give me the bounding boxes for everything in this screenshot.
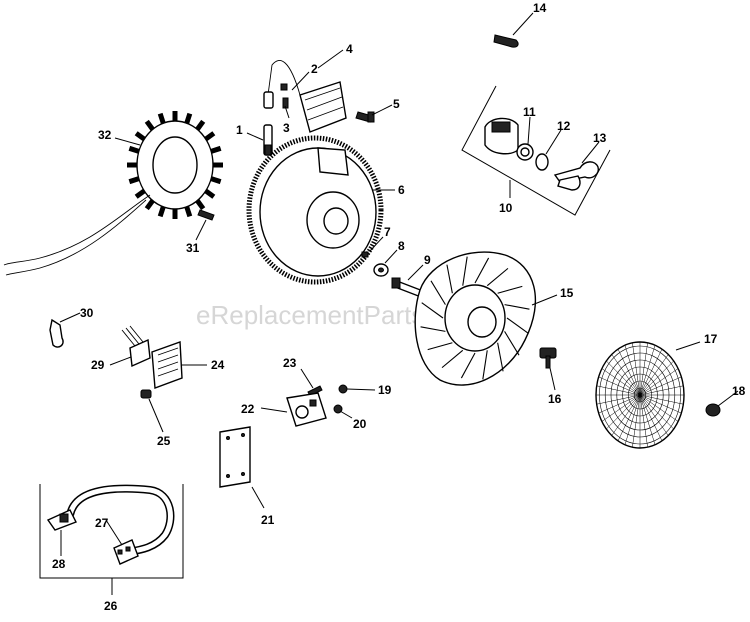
stator-screw-part[interactable] — [197, 209, 215, 221]
callout-28[interactable]: 28 — [52, 557, 66, 571]
gasket-part[interactable] — [219, 426, 251, 488]
callout-6[interactable]: 6 — [398, 183, 405, 197]
callout-3[interactable]: 3 — [283, 121, 290, 135]
flywheel-part[interactable] — [246, 135, 384, 285]
callout-19[interactable]: 19 — [378, 383, 392, 397]
key-switch-part[interactable] — [484, 117, 519, 155]
callout-17[interactable]: 17 — [704, 332, 718, 346]
spark-plug-part[interactable] — [263, 124, 273, 156]
callout-8[interactable]: 8 — [398, 239, 405, 253]
switch-washer-part[interactable] — [535, 153, 549, 171]
callout-25[interactable]: 25 — [157, 434, 171, 448]
callout-10[interactable]: 10 — [499, 201, 513, 215]
wire-clip-part[interactable] — [493, 34, 519, 48]
callout-23[interactable]: 23 — [283, 356, 297, 370]
callout-22[interactable]: 22 — [241, 402, 255, 416]
callout-14[interactable]: 14 — [533, 1, 547, 15]
callout-18[interactable]: 18 — [732, 384, 746, 398]
callout-31[interactable]: 31 — [186, 241, 200, 255]
callout-4[interactable]: 4 — [346, 42, 353, 56]
flywheel-key-part[interactable] — [361, 251, 369, 258]
module-screw-part[interactable] — [355, 111, 375, 123]
connector-part[interactable] — [121, 325, 151, 368]
callout-11[interactable]: 11 — [523, 105, 536, 119]
callout-9[interactable]: 9 — [424, 253, 431, 267]
harness-connector-part[interactable] — [113, 539, 139, 565]
callout-16[interactable]: 16 — [548, 392, 562, 406]
callout-27[interactable]: 27 — [95, 516, 109, 530]
stator-part[interactable] — [3, 111, 223, 276]
grass-screen-part[interactable] — [595, 341, 685, 449]
screen-nut-part[interactable] — [705, 403, 721, 417]
harness-terminal-part[interactable] — [46, 509, 77, 531]
callout-26[interactable]: 26 — [104, 599, 118, 613]
callout-20[interactable]: 20 — [353, 417, 367, 431]
callout-15[interactable]: 15 — [560, 286, 574, 300]
callout-21[interactable]: 21 — [261, 513, 275, 527]
fan-bolt-part[interactable] — [539, 347, 557, 369]
switch-nut-19-part[interactable] — [338, 384, 348, 394]
ignition-module-part[interactable] — [263, 60, 347, 133]
leader-lines — [59, 12, 739, 595]
switch-nut-part[interactable] — [516, 143, 534, 161]
flywheel-washer-part[interactable] — [373, 263, 389, 277]
callout-7[interactable]: 7 — [384, 225, 391, 239]
callout-2[interactable]: 2 — [311, 62, 318, 76]
ground-terminal-part[interactable] — [49, 318, 64, 348]
ignition-pin-part[interactable] — [280, 83, 289, 109]
wiring-harness-part[interactable] — [66, 484, 175, 556]
callout-32[interactable]: 32 — [98, 128, 112, 142]
callout-29[interactable]: 29 — [91, 358, 105, 372]
fan-part[interactable] — [414, 251, 537, 386]
key-switch-group — [461, 85, 611, 216]
callout-1[interactable]: 1 — [236, 123, 243, 137]
callout-12[interactable]: 12 — [557, 119, 571, 133]
ignition-keys-part[interactable] — [553, 161, 599, 191]
ignition-switch-part[interactable] — [286, 392, 327, 427]
callout-30[interactable]: 30 — [80, 306, 94, 320]
callout-5[interactable]: 5 — [393, 97, 400, 111]
callout-labels: 1 2 3 4 5 6 7 8 9 10 11 12 13 14 15 16 1… — [52, 1, 746, 613]
rectifier-regulator-part[interactable] — [151, 341, 183, 389]
callout-24[interactable]: 24 — [211, 358, 225, 372]
rectifier-screw-part[interactable] — [140, 389, 152, 399]
callout-13[interactable]: 13 — [593, 131, 607, 145]
